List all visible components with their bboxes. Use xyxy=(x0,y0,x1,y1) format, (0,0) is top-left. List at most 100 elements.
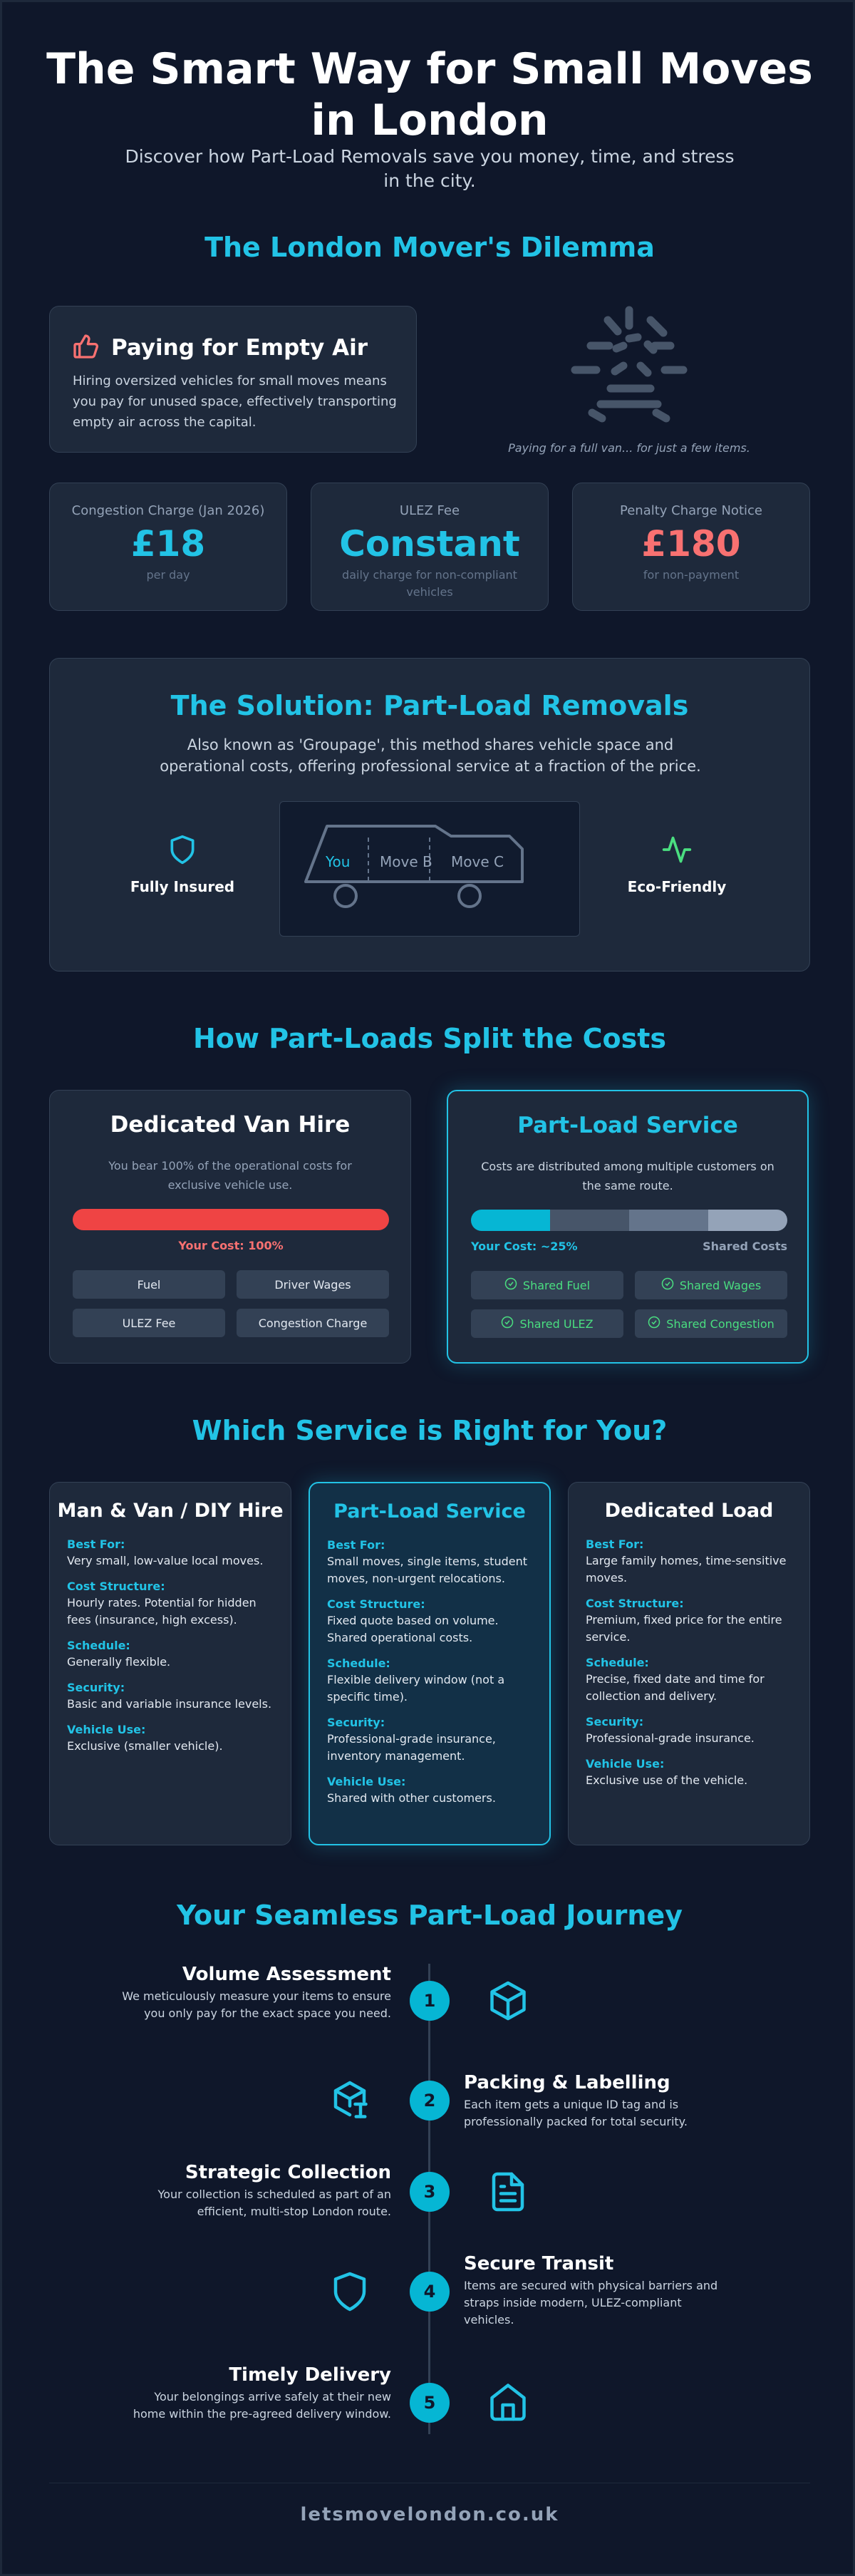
dedicated-cost-bar xyxy=(73,1209,389,1230)
step-number: 1 xyxy=(410,1981,450,2021)
step-number: 5 xyxy=(410,2383,450,2423)
step-text: We meticulously measure your items to en… xyxy=(122,1989,391,2020)
solution-card: The Solution: Part-Load Removals Also kn… xyxy=(49,658,810,972)
activity-icon xyxy=(661,836,693,868)
partload-cost-bar xyxy=(471,1210,787,1231)
step-title: Packing & Labelling xyxy=(464,2072,670,2093)
dedicated-title: Dedicated Van Hire xyxy=(110,1112,351,1138)
compare-value: Flexible delivery window (not a specific… xyxy=(327,1673,505,1704)
compare-value: Exclusive (smaller vehicle). xyxy=(67,1739,223,1753)
partload-cost-label: Your Cost: ~25% xyxy=(471,1240,578,1253)
empty-van-illustration xyxy=(558,304,700,426)
partload-shared-segment xyxy=(550,1210,629,1231)
compare-column-man-van: Man & Van / DIY Hire Best For: Very small… xyxy=(49,1482,291,1845)
compare-key: Security: xyxy=(586,1715,644,1729)
journey-step-2: Packing & Labelling Each item gets a uni… xyxy=(464,2072,735,2131)
journey-step-5: Timely Delivery Your belongings arrive s… xyxy=(120,2364,391,2423)
compare-key: Best For: xyxy=(327,1538,385,1552)
stat-value: £18 xyxy=(130,523,206,565)
dilemma-section-title: The London Mover's Dilemma xyxy=(204,232,655,263)
compare-value: Hourly rates. Potential for hidden fees … xyxy=(67,1596,256,1627)
partload-text: Costs are distributed among multiple cus… xyxy=(481,1160,774,1192)
cost-chip: Driver Wages xyxy=(237,1270,389,1299)
step-number: 4 xyxy=(410,2272,450,2312)
shared-cost-chip: Shared Congestion xyxy=(635,1309,787,1338)
cost-chip: ULEZ Fee xyxy=(73,1309,225,1337)
partload-shared-segment xyxy=(629,1210,708,1231)
page-title: The Smart Way for Small Moves in London xyxy=(2,43,855,146)
step-title: Volume Assessment xyxy=(182,1964,391,1985)
compare-key: Vehicle Use: xyxy=(67,1723,146,1736)
compare-value: Large family homes, time-sensitive moves… xyxy=(586,1554,787,1585)
van-section-move-b: Move B xyxy=(380,853,432,870)
stat-label: Penalty Charge Notice xyxy=(620,503,762,518)
compare-value: Precise, fixed date and time for collect… xyxy=(586,1672,765,1703)
shared-cost-chip: Shared ULEZ xyxy=(471,1309,623,1338)
step-title: Secure Transit xyxy=(464,2253,614,2274)
compare-key: Cost Structure: xyxy=(327,1597,425,1611)
van-section-move-c: Move C xyxy=(451,853,504,870)
compare-value: Professional-grade insurance, inventory … xyxy=(327,1732,496,1763)
compare-value: Exclusive use of the vehicle. xyxy=(586,1773,748,1787)
check-circle-icon xyxy=(648,1316,660,1331)
thumbs-up-icon xyxy=(71,332,100,364)
step-title: Timely Delivery xyxy=(229,2364,391,2386)
page-title-line1: The Smart Way for Small Moves xyxy=(46,44,813,94)
shield-icon xyxy=(328,2270,371,2313)
feature-eco: Eco-Friendly xyxy=(598,834,755,895)
partload-shared-segment xyxy=(708,1210,787,1231)
step-text: Your belongings arrive safely at their n… xyxy=(133,2390,391,2421)
compare-key: Security: xyxy=(327,1716,385,1729)
check-circle-icon xyxy=(661,1277,674,1293)
compare-value: Basic and variable insurance levels. xyxy=(67,1697,272,1711)
journey-step-3: Strategic Collection Your collection is … xyxy=(120,2162,391,2220)
package-icon xyxy=(328,2079,371,2122)
compare-key: Schedule: xyxy=(327,1657,390,1670)
compare-value: Very small, low-value local moves. xyxy=(67,1554,264,1567)
compare-key: Vehicle Use: xyxy=(586,1757,665,1771)
shared-cost-chip: Shared Fuel xyxy=(471,1271,623,1299)
compare-value: Shared with other customers. xyxy=(327,1791,496,1805)
page-title-line2: in London xyxy=(311,96,549,145)
feature-insured-label: Fully Insured xyxy=(130,878,235,895)
stat-note: for non-payment xyxy=(643,568,740,582)
shared-van-diagram: You Move B Move C xyxy=(279,801,580,937)
step-number: 3 xyxy=(410,2172,450,2212)
compare-key: Cost Structure: xyxy=(586,1597,684,1610)
dedicated-cost-label: Your Cost: 100% xyxy=(178,1239,284,1252)
stat-card-ulez: ULEZ Fee Constant daily charge for non-c… xyxy=(311,483,549,611)
stat-card-penalty: Penalty Charge Notice £180 for non-payme… xyxy=(572,483,810,611)
compare-key: Best For: xyxy=(67,1537,125,1551)
step-text: Each item gets a unique ID tag and is pr… xyxy=(464,2098,688,2128)
journey-step-1: Volume Assessment We meticulously measur… xyxy=(120,1964,391,2022)
feature-insured: Fully Insured xyxy=(104,834,261,895)
compare-value: Small moves, single items, student moves… xyxy=(327,1555,527,1585)
compare-column-title: Part-Load Service xyxy=(333,1500,526,1523)
shared-cost-label: Shared Congestion xyxy=(666,1317,774,1331)
stat-value: Constant xyxy=(339,523,520,565)
step-text: Your collection is scheduled as part of … xyxy=(157,2188,391,2218)
feature-eco-label: Eco-Friendly xyxy=(627,878,727,895)
compare-section-title: Which Service is Right for You? xyxy=(192,1415,668,1446)
dedicated-text: You bear 100% of the operational costs f… xyxy=(108,1159,352,1192)
compare-column-part-load: Part-Load Service Best For: Small moves, … xyxy=(309,1482,551,1845)
footer-website[interactable]: letsmovelondon.co.uk xyxy=(300,2504,559,2525)
solution-text: Also known as 'Groupage', this method sh… xyxy=(160,736,701,775)
cost-chip: Congestion Charge xyxy=(237,1309,389,1337)
dilemma-caption: Paying for a full van... for just a few … xyxy=(508,441,750,455)
partload-your-share xyxy=(471,1210,550,1231)
cube-icon xyxy=(487,1979,529,2022)
shared-cost-chip: Shared Wages xyxy=(635,1271,787,1299)
step-number: 2 xyxy=(410,2081,450,2121)
compare-value: Generally flexible. xyxy=(67,1655,171,1669)
empty-air-card: Paying for Empty Air Hiring oversized ve… xyxy=(49,306,417,453)
compare-value: Professional-grade insurance. xyxy=(586,1731,755,1745)
compare-column-dedicated: Dedicated Load Best For:Large family hom… xyxy=(568,1482,810,1845)
check-circle-icon xyxy=(501,1316,514,1331)
compare-column-title: Man & Van / DIY Hire xyxy=(57,1500,284,1522)
compare-key: Schedule: xyxy=(586,1656,649,1669)
step-text: Items are secured with physical barriers… xyxy=(464,2279,718,2327)
empty-air-title: Paying for Empty Air xyxy=(111,335,368,361)
stat-value: £180 xyxy=(641,523,741,565)
document-icon xyxy=(487,2170,529,2213)
